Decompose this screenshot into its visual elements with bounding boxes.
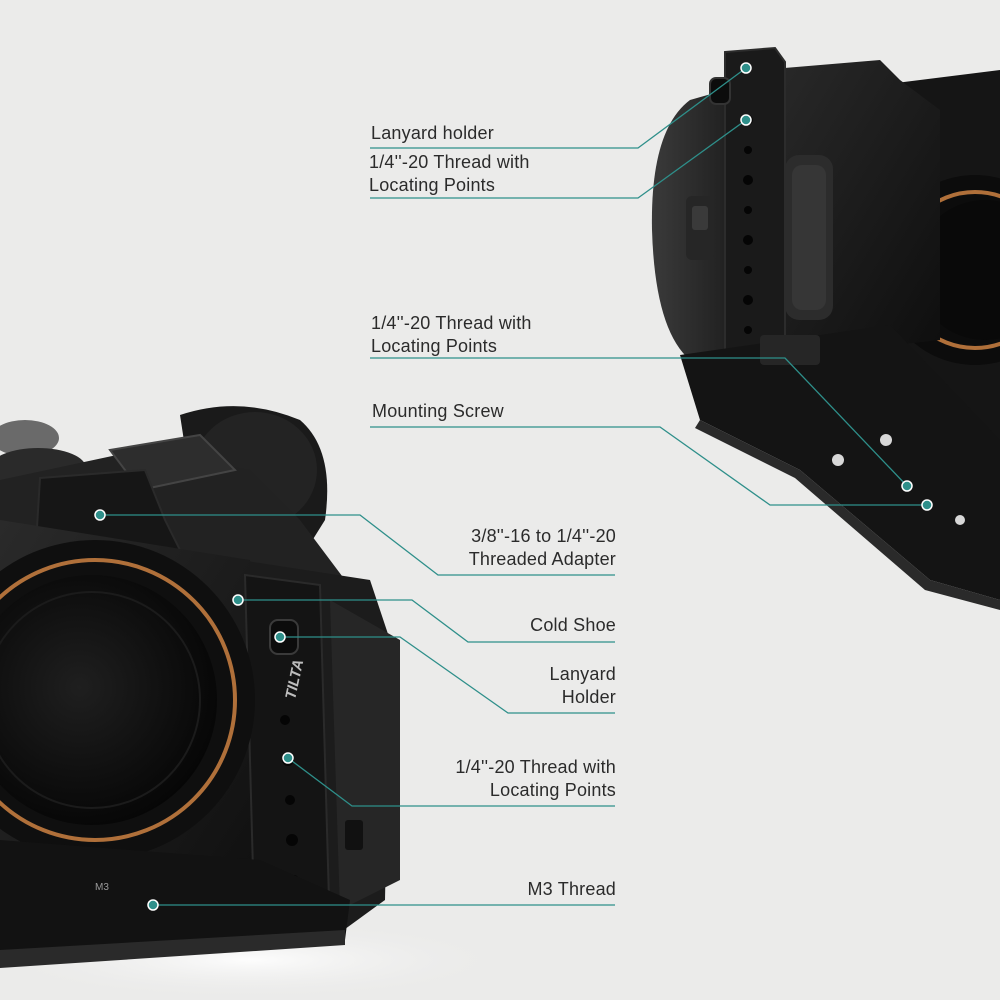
leader-line-lanyard-side bbox=[280, 636, 615, 714]
camera-cage-front-view bbox=[0, 406, 400, 968]
leader-line-mounting-screw bbox=[370, 426, 927, 506]
callout-label-m3-thread: M3 Thread bbox=[527, 879, 616, 899]
callout-dot-lanyard-top bbox=[740, 62, 752, 74]
leader-line-adapter bbox=[100, 514, 615, 576]
callout-label-cold-shoe: Cold Shoe bbox=[530, 615, 616, 635]
callout-label-lanyard-holder-top: Lanyard holder bbox=[371, 123, 494, 143]
m3-engraving: M3 bbox=[95, 882, 109, 893]
callout-dot-lanyard-side bbox=[274, 631, 286, 643]
callout-dot-thread-bottom-cage bbox=[901, 480, 913, 492]
callout-dot-mounting-screw bbox=[921, 499, 933, 511]
callout-label-mounting-screw: Mounting Screw bbox=[372, 401, 504, 421]
leader-line-thread-side bbox=[287, 757, 615, 807]
callout-label-thread-side: 1/4''-20 Thread with Locating Points bbox=[455, 757, 616, 800]
callout-dot-m3 bbox=[147, 899, 159, 911]
callout-dot-adapter bbox=[94, 509, 106, 521]
leader-line-thread-top bbox=[370, 119, 747, 199]
callout-label-adapter: 3/8''-16 to 1/4''-20 Threaded Adapter bbox=[468, 526, 616, 569]
callout-label-lanyard-holder-side: Lanyard Holder bbox=[549, 664, 616, 707]
leader-line-lanyard-top bbox=[370, 67, 747, 149]
callout-dot-thread-top bbox=[740, 114, 752, 126]
callout-dot-thread-side bbox=[282, 752, 294, 764]
callout-label-thread-bottom-cage: 1/4''-20 Thread with Locating Points bbox=[371, 313, 532, 356]
callout-label-thread-top: 1/4''-20 Thread with Locating Points bbox=[369, 152, 530, 195]
leader-line-cold-shoe bbox=[238, 599, 615, 643]
camera-cage-bottom-view bbox=[651, 46, 1000, 610]
callout-dot-cold-shoe bbox=[232, 594, 244, 606]
leader-line-thread-bottom-cage bbox=[370, 357, 908, 487]
